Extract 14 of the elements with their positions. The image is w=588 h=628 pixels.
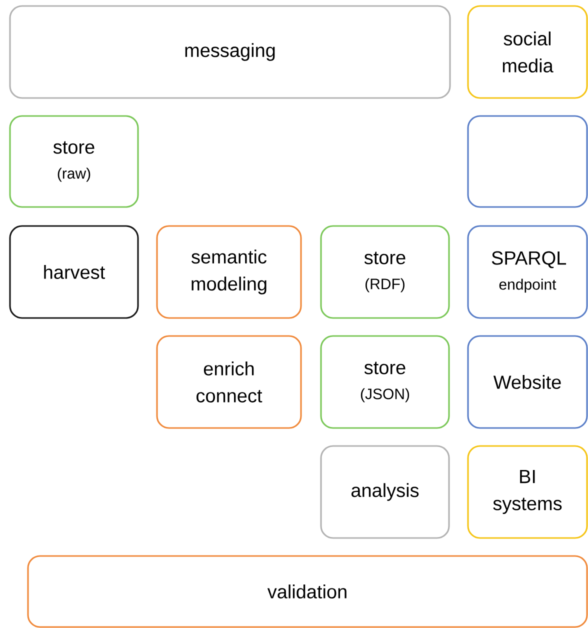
process-box: store (RDF) [320,225,450,319]
process-box: store (JSON) [320,335,450,429]
process-box: semantic modeling [156,225,302,319]
process-box: messaging [9,5,451,99]
process-box: social media [467,5,588,99]
process-box: BI systems [467,445,588,539]
process-box: enrich connect [156,335,302,429]
process-box: harvest [9,225,139,319]
process-box: Website [467,335,588,429]
process-box [467,115,588,208]
process-box: analysis [320,445,450,539]
process-box: validation [27,555,588,628]
process-box: SPARQL endpoint [467,225,588,319]
process-box: store (raw) [9,115,139,208]
